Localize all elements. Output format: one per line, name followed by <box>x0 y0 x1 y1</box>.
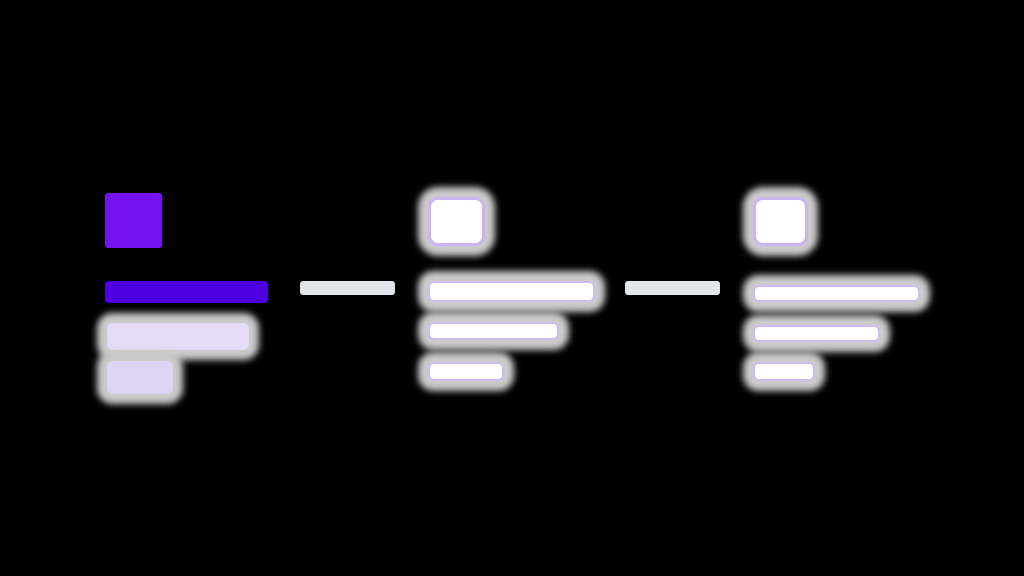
connector-dash-2 <box>625 281 720 295</box>
card-bar-long-placeholder <box>428 281 595 302</box>
card-bar-short-placeholder <box>428 362 504 381</box>
light-bar-medium-placeholder <box>107 323 249 350</box>
card-bar-medium-placeholder <box>753 325 880 342</box>
card-thumbnail-placeholder <box>428 197 485 246</box>
card-bar-long-placeholder <box>753 285 920 302</box>
card-bar-short-placeholder <box>753 362 815 381</box>
card-thumbnail-placeholder <box>753 197 808 246</box>
card-bar-medium-placeholder <box>428 322 559 340</box>
accent-square-placeholder <box>105 193 162 248</box>
connector-dash-1 <box>300 281 395 295</box>
light-bar-small-placeholder <box>107 361 173 394</box>
accent-bar-placeholder <box>105 281 268 303</box>
